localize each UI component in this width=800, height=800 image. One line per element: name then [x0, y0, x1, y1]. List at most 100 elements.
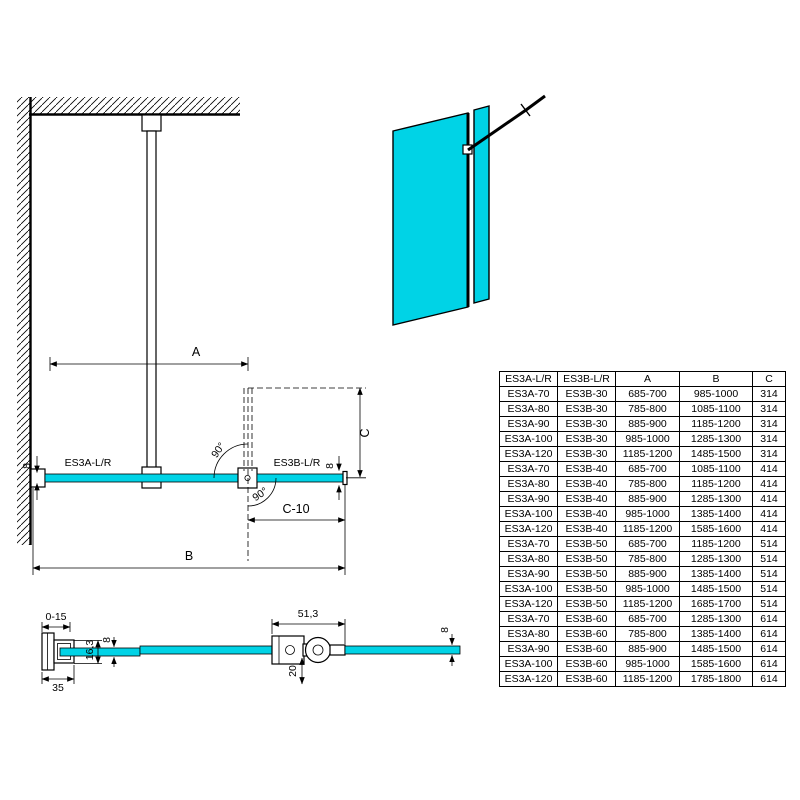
- table-cell: ES3A-100: [499, 431, 558, 447]
- table-cell: ES3B-50: [557, 551, 616, 567]
- table-cell: 1485-1500: [679, 581, 753, 597]
- glass-panel-es3a: [44, 473, 241, 483]
- table-cell: ES3A-80: [499, 476, 558, 492]
- table-cell: 314: [752, 431, 786, 447]
- table-cell: ES3B-40: [557, 491, 616, 507]
- table-cell: ES3A-120: [499, 521, 558, 537]
- table-cell: ES3B-30: [557, 401, 616, 417]
- dim-a-label: A: [192, 345, 201, 359]
- table-cell: ES3B-40: [557, 521, 616, 537]
- iso-side-glass-panel: [473, 105, 490, 304]
- iso-bar-joint: [520, 103, 531, 117]
- table-header-cell: ES3A-L/R: [499, 371, 558, 387]
- wall-profile-plan: [30, 468, 46, 488]
- table-cell: ES3A-120: [499, 596, 558, 612]
- table-cell: ES3B-50: [557, 566, 616, 582]
- table-cell: 1185-1200: [679, 416, 753, 432]
- dimension-glass-thickness-right-section: 8: [439, 627, 455, 666]
- clamp-block: [271, 635, 305, 665]
- table-cell: 785-800: [615, 401, 680, 417]
- glass-panels-plan: [30, 467, 348, 489]
- table-cell: ES3B-50: [557, 581, 616, 597]
- table-cell: 414: [752, 476, 786, 492]
- clamp-assembly: [271, 635, 346, 665]
- table-cell: ES3A-120: [499, 446, 558, 462]
- table-cell: ES3B-40: [557, 506, 616, 522]
- dimension-c: C: [346, 387, 372, 479]
- table-cell: 685-700: [615, 611, 680, 627]
- table-cell: ES3B-40: [557, 461, 616, 477]
- table-cell: 785-800: [615, 626, 680, 642]
- wall-profile-section: 0-15 16,3 8 35: [41, 611, 141, 694]
- dim-015-label: 0-15: [45, 611, 66, 623]
- iso-main-glass-panel: [392, 112, 469, 326]
- swing-arc-upper: [213, 443, 249, 479]
- table-cell: 985-1000: [615, 581, 680, 597]
- table-cell: 685-700: [615, 386, 680, 402]
- table-cell: 785-800: [615, 476, 680, 492]
- glass-panel-es3b: [256, 473, 344, 483]
- table-cell: ES3B-50: [557, 596, 616, 612]
- dimension-thickness-right: 8: [324, 456, 342, 500]
- left-wall-hatch: [17, 97, 30, 545]
- section-glass-left: [59, 647, 141, 657]
- panel-label-es3a: ES3A-L/R: [65, 457, 112, 469]
- support-clamp-section: 51,3 20 8: [139, 608, 461, 685]
- table-cell: 985-1000: [615, 656, 680, 672]
- table-cell: ES3A-90: [499, 566, 558, 582]
- dim-8s-label: 8: [101, 637, 113, 643]
- table-cell: 1385-1400: [679, 506, 753, 522]
- table-cell: 1185-1200: [615, 671, 680, 687]
- table-cell: 514: [752, 566, 786, 582]
- table-cell: 1385-1400: [679, 626, 753, 642]
- table-cell: ES3B-60: [557, 671, 616, 687]
- iso-bar-wall-arm: [525, 94, 546, 112]
- clamp-block-hole: [285, 645, 295, 655]
- table-cell: 1685-1700: [679, 596, 753, 612]
- table-cell: 885-900: [615, 641, 680, 657]
- table-cell: ES3A-100: [499, 506, 558, 522]
- table-cell: 614: [752, 671, 786, 687]
- table-cell: ES3B-30: [557, 431, 616, 447]
- table-cell: 314: [752, 386, 786, 402]
- iso-support-bar: [462, 94, 546, 155]
- table-cell: 314: [752, 446, 786, 462]
- table-cell: ES3A-100: [499, 581, 558, 597]
- dimension-clamp-width: 51,3: [271, 608, 346, 644]
- table-cell: 685-700: [615, 536, 680, 552]
- dim-163-label: 16,3: [84, 640, 96, 661]
- table-cell: ES3B-30: [557, 446, 616, 462]
- dim-8r-label: 8: [324, 463, 336, 469]
- table-cell: 1185-1200: [615, 446, 680, 462]
- dimension-b: B: [32, 488, 346, 575]
- table-cell: 514: [752, 581, 786, 597]
- table-cell: ES3A-90: [499, 641, 558, 657]
- pivot-point: [244, 474, 251, 481]
- rotation-construction-lines: [243, 387, 366, 561]
- table-cell: 885-900: [615, 566, 680, 582]
- table-cell: 614: [752, 656, 786, 672]
- table-cell: 1285-1300: [679, 431, 753, 447]
- table-cell: 614: [752, 626, 786, 642]
- table-header-cell: A: [615, 371, 680, 387]
- table-cell: ES3B-60: [557, 656, 616, 672]
- dimension-a: A: [49, 345, 249, 371]
- table-cell: ES3A-80: [499, 626, 558, 642]
- table-cell: ES3B-50: [557, 536, 616, 552]
- table-cell: 514: [752, 536, 786, 552]
- panel-label-es3b: ES3B-L/R: [274, 457, 321, 469]
